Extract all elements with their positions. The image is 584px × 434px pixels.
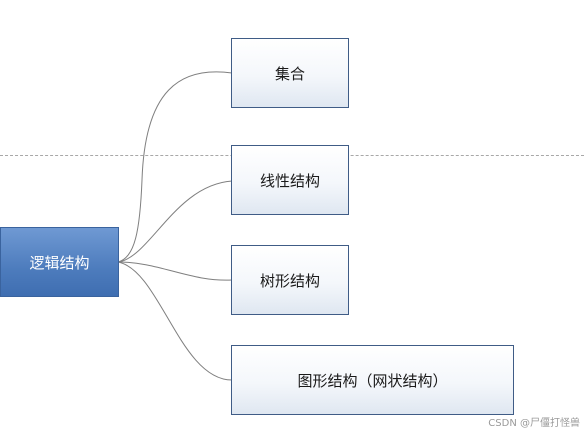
child-node-linear-structure[interactable]: 线性结构 [231,145,349,215]
root-node-label: 逻辑结构 [29,253,90,272]
child-node-tree-structure[interactable]: 树形结构 [231,245,349,315]
child-node-tree-label: 树形结构 [259,271,320,290]
connector-to-set [117,71,233,263]
connector-to-graph [117,261,233,381]
connector-to-linear [117,180,233,263]
connector-to-tree [117,261,233,281]
root-node-logical-structure[interactable]: 逻辑结构 [0,227,119,297]
watermark-text: CSDN @尸僵打怪兽 [488,418,580,429]
child-node-set[interactable]: 集合 [231,38,349,108]
child-node-set-label: 集合 [274,64,305,83]
child-node-graph-label: 图形结构（网状结构） [297,371,448,390]
child-node-graph-structure[interactable]: 图形结构（网状结构） [231,345,514,415]
child-node-linear-label: 线性结构 [259,171,320,190]
